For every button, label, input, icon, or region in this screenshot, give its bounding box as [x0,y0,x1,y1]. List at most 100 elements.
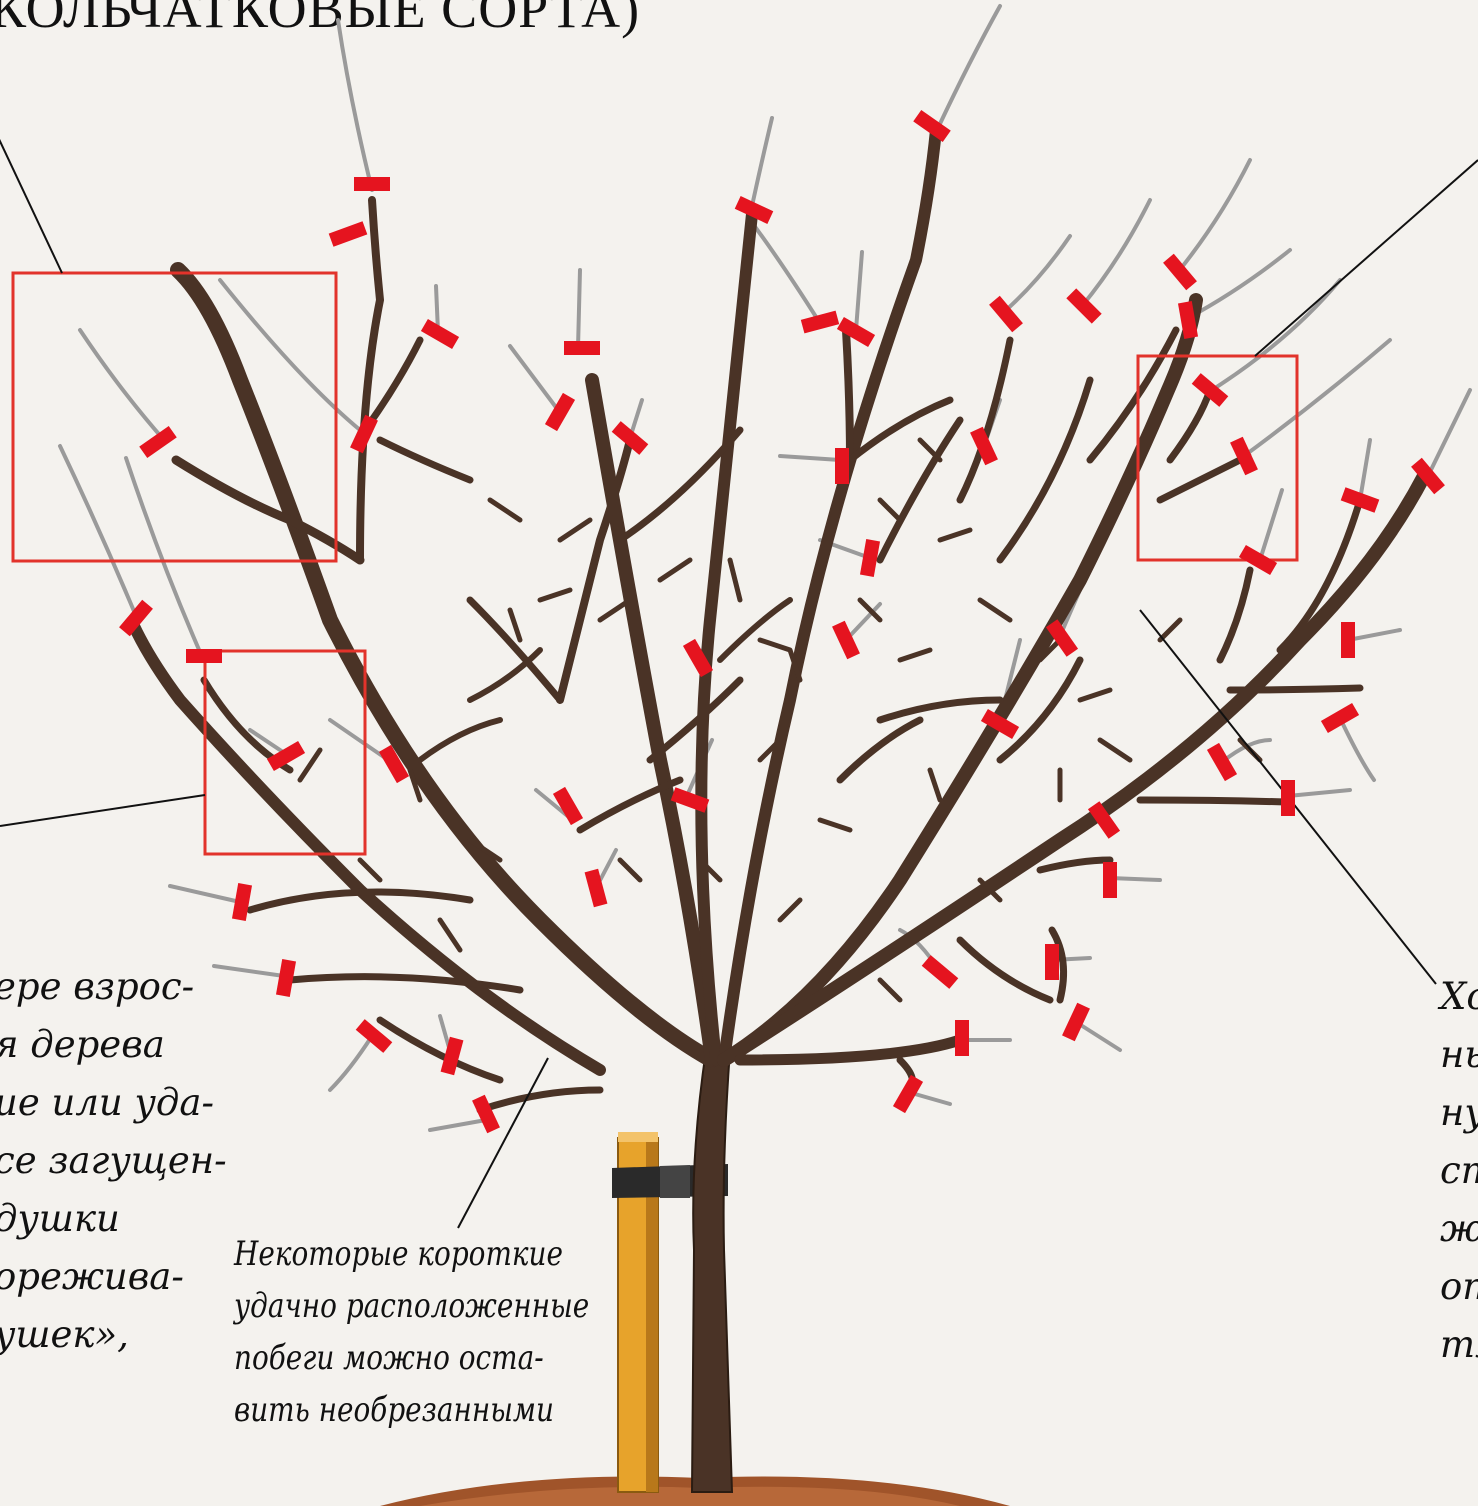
cut-mark [266,740,306,772]
cut-mark [544,392,576,432]
cut-mark [1066,288,1102,324]
spur [297,437,1263,1003]
side-branch [466,596,564,704]
side-branch [246,888,474,914]
scaffold-branch [170,262,720,1068]
side-branch [286,973,524,994]
side-branch [1136,796,1290,806]
caption-center-line: Некоторые короткие [234,1234,563,1274]
cut-mark [980,708,1020,740]
caption-right-line: ст [1440,1149,1478,1192]
removed-shoot [78,328,166,442]
removed-shoot [1080,198,1152,308]
side-branch [1048,926,1068,1004]
cut-mark [275,959,297,997]
cut-mark [328,221,368,247]
caption-left-line: я дерева [0,1023,165,1066]
cut-mark [231,883,253,921]
leader-line [0,138,63,274]
side-branch [996,376,1094,564]
removed-shoot [936,4,1002,130]
cut-mark [1062,1002,1090,1042]
scaffold-branch [734,1034,966,1066]
scaffold-branch [695,208,758,1066]
side-branch [717,597,793,663]
cut-mark [1163,253,1197,291]
removed-shoot [428,1118,488,1132]
cut-mark [1238,544,1278,576]
scaffold-branch [128,620,606,1076]
removed-shoot [576,268,582,350]
cut-mark [989,295,1023,333]
scaffold-branch [717,293,1203,1067]
cut-mark [350,414,378,454]
cut-marks [119,109,1445,1134]
side-branch [996,656,1084,764]
side-branch [467,647,543,703]
cut-mark [832,620,860,660]
cut-mark [921,955,959,989]
side-branch [576,776,684,834]
removed-shoot [1426,388,1472,478]
removed-shoot [1176,158,1252,274]
cut-mark [734,196,774,224]
caption-left-line: се загущен- [0,1139,227,1182]
removed-shoot [844,602,882,642]
side-branch [956,336,1014,504]
cut-mark [139,425,177,459]
side-branch [417,717,503,763]
caption-center: Некоторые короткие удачно расположенные … [234,1228,589,1436]
cut-mark [1281,780,1295,816]
cut-mark [859,539,881,577]
cut-mark [955,1020,969,1056]
side-branch [1216,566,1254,664]
highlight-boxes [11,271,1299,856]
cut-mark [186,649,222,663]
removed-shoot [1258,488,1284,562]
caption-right-line: от [1440,1265,1478,1308]
caption-right: Хо ны ну ст же от тя [1440,968,1478,1374]
cut-mark [835,448,849,484]
cut-mark [1045,619,1079,657]
tie-band-highlight [660,1165,690,1198]
side-branch [1226,684,1364,694]
side-branch [356,196,384,564]
cut-mark [1103,862,1117,898]
highlight-box-upper-left [11,271,338,563]
caption-center-line: удачно расположенные [234,1286,590,1326]
caption-left-line: душки [0,1197,120,1240]
side-branch [1086,326,1180,464]
cut-mark [420,318,460,350]
removed-shoot [124,456,202,654]
cut-mark [1411,457,1445,495]
soil-highlight [420,1486,960,1506]
removed-shoot [336,18,374,192]
side-branch [956,936,1054,1004]
side-branch [476,1086,604,1114]
leader-line [457,1057,549,1229]
caption-left-line: орежива- [0,1255,184,1298]
removed-shoot [1358,438,1372,502]
side-branch [556,436,634,704]
caption-left-line: ушек», [0,1313,129,1356]
side-branch [646,676,744,764]
removed-shoot [58,444,138,618]
side-branch [376,436,474,484]
side-branch [171,455,365,565]
branches [128,124,1431,1114]
cut-mark [1230,436,1258,476]
side-branch [876,416,964,564]
removed-shoot [1210,278,1342,392]
removed-shoot [1338,716,1376,782]
cut-mark [1341,622,1355,658]
caption-left-line: ие или уда- [0,1081,214,1124]
side-branch [616,426,744,544]
removed-shoot [748,218,820,322]
removed-shoot [1242,338,1392,458]
caption-center-line: вить необрезанными [234,1390,555,1430]
cut-mark [682,638,714,678]
side-branch [1276,496,1364,654]
removed-shoot [168,884,242,904]
